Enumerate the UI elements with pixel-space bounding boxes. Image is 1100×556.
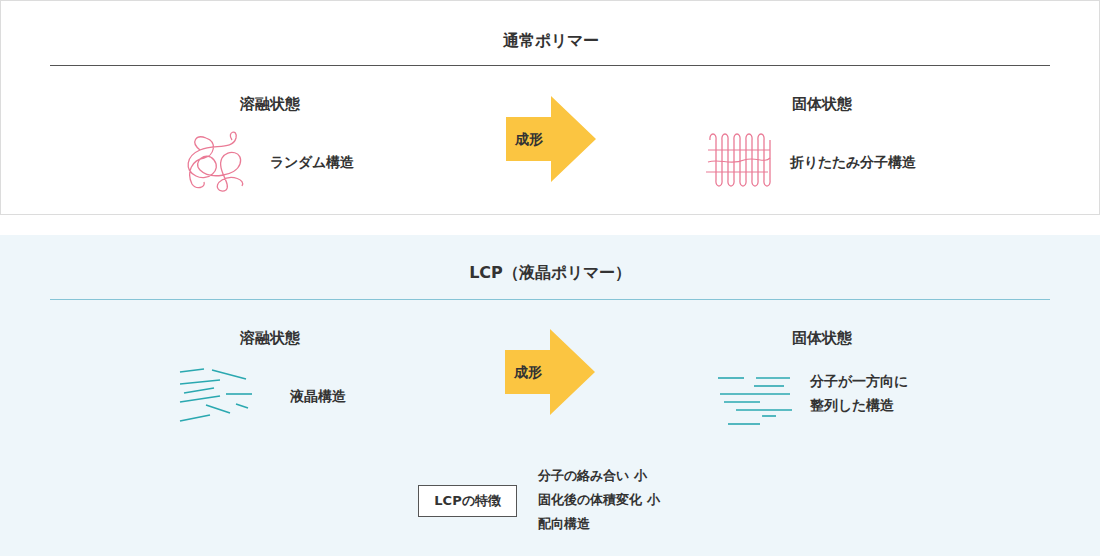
diagram-label: 分子が一方向に 整列した構造 <box>810 369 922 417</box>
liquid-crystal-icon <box>180 380 220 384</box>
liquid-crystal-icon <box>184 388 214 393</box>
folded-molecule-icon <box>706 150 770 172</box>
liquid-crystal-icon <box>206 405 230 413</box>
aligned-molecule-icon <box>762 415 776 417</box>
arrow-fill <box>505 329 595 415</box>
diagram-label: 分子の絡み合い 小 <box>538 464 647 487</box>
section-title: 通常ポリマー <box>1 31 1100 52</box>
section-panel: 通常ポリマー成形 <box>0 0 1100 215</box>
aligned-molecule-icon <box>736 409 792 411</box>
diagram-label: 配向構造 <box>538 512 590 535</box>
arrow-fill <box>506 96 596 182</box>
aligned-molecule-icon <box>728 423 760 425</box>
liquid-crystal-icon <box>180 415 210 421</box>
diagram-label: 固体状態 <box>792 92 852 117</box>
folded-molecule-icon <box>710 134 770 186</box>
aligned-molecule-icon <box>756 377 790 379</box>
diagram-label: 固化後の体積変化 小 <box>538 488 660 511</box>
feature-box: LCPの特徴 <box>418 485 517 517</box>
divider-line <box>50 299 1050 300</box>
diagram-label: 溶融状態 <box>240 326 300 351</box>
diagram-label: 固体状態 <box>792 326 852 351</box>
box-label: LCPの特徴 <box>419 492 516 510</box>
liquid-crystal-icon <box>180 369 204 372</box>
random-molecule-icon <box>188 132 243 191</box>
aligned-molecule-icon <box>754 385 784 387</box>
aligned-molecule-icon <box>724 401 760 403</box>
liquid-crystal-icon <box>180 396 220 402</box>
arrow-label: 成形 <box>505 363 550 381</box>
diagram-label: 液晶構造 <box>290 384 346 408</box>
liquid-crystal-icon <box>212 370 246 379</box>
diagram-label: 折りたたみ分子構造 <box>790 150 916 174</box>
liquid-crystal-icon <box>236 404 248 408</box>
liquid-crystal-icon <box>226 393 252 395</box>
diagram-label: ランダム構造 <box>270 150 354 174</box>
aligned-molecule-icon <box>718 377 744 379</box>
process-arrow: 成形 <box>506 96 596 182</box>
process-arrow: 成形 <box>505 329 595 415</box>
aligned-molecule-icon <box>720 393 790 395</box>
section-title: LCP（液晶ポリマー） <box>0 263 1100 284</box>
diagram-label: 溶融状態 <box>240 92 300 117</box>
section-panel: LCP（液晶ポリマー） 成形 LCPの特徴 <box>0 235 1100 556</box>
divider-line <box>50 65 1050 66</box>
arrow-label: 成形 <box>506 130 551 148</box>
